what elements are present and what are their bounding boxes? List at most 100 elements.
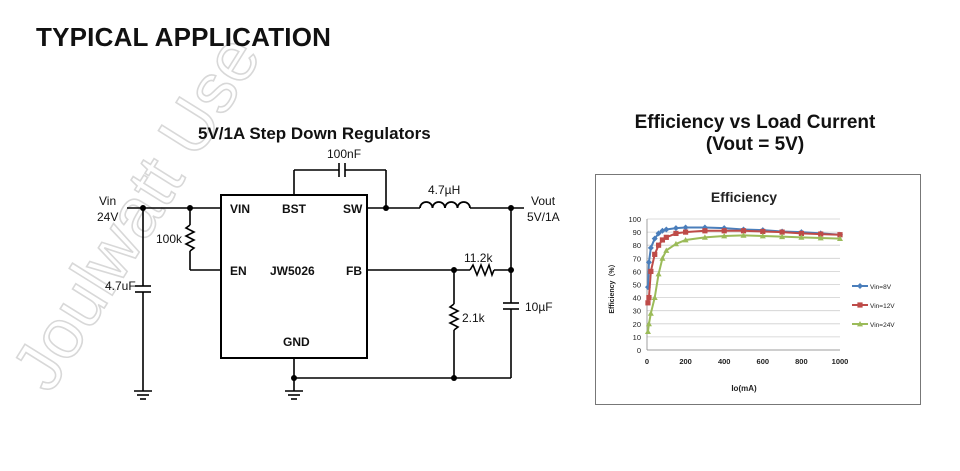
- chart-heading: Efficiency vs Load Current (Vout = 5V): [600, 112, 910, 156]
- y-tick-label: 70: [633, 254, 641, 263]
- data-point: [645, 320, 652, 327]
- data-point: [702, 228, 708, 234]
- page-title: TYPICAL APPLICATION: [36, 22, 332, 52]
- x-tick-label: 0: [645, 357, 649, 366]
- inductor: [419, 201, 471, 209]
- x-tick-label: 600: [757, 357, 770, 366]
- data-point: [721, 233, 728, 239]
- vout-label: Vout: [531, 194, 556, 208]
- legend-label: Vin=24V: [870, 322, 895, 329]
- pin-sw: SW: [343, 202, 363, 216]
- legend-marker: [857, 283, 863, 289]
- chart-svg: Efficiency Efficiency（%） Io(mA) 0 10 20 30 4…: [608, 189, 895, 393]
- chart-heading-line2: (Vout = 5V): [705, 134, 805, 155]
- y-tick-label: 90: [633, 228, 641, 237]
- en-resistor-label: 100k: [156, 232, 183, 246]
- x-tick-label: 400: [718, 357, 731, 366]
- capacitors: [135, 163, 519, 310]
- data-point: [818, 231, 824, 237]
- legend-label: Vin=12V: [870, 303, 895, 310]
- data-point: [648, 268, 654, 274]
- series-line: [646, 234, 841, 332]
- chart-heading-line1: Efficiency vs Load Current: [634, 112, 876, 133]
- data-point: [672, 225, 679, 232]
- fb-top-resistor-label: 11.2k: [464, 251, 493, 265]
- ground-symbols: [134, 390, 303, 400]
- output-cap-label: 10µF: [525, 300, 553, 314]
- data-point: [682, 224, 689, 231]
- efficiency-chart: Efficiency Efficiency（%） Io(mA) 0 10 20 30 4…: [595, 174, 921, 405]
- y-tick-label: 60: [633, 267, 641, 276]
- data-point: [655, 271, 662, 277]
- data-point: [682, 236, 689, 243]
- boot-cap-label: 100nF: [327, 147, 361, 161]
- data-point: [837, 235, 843, 242]
- data-point: [721, 228, 727, 234]
- vin-value: 24V: [97, 210, 118, 224]
- data-point: [740, 228, 747, 234]
- y-tick-label: 10: [633, 333, 641, 342]
- data-point: [760, 228, 766, 235]
- y-tick-label: 80: [633, 241, 641, 250]
- vout-value: 5V/1A: [527, 210, 560, 224]
- circuit-title: 5V/1A Step Down Regulators: [198, 124, 431, 143]
- input-cap-label: 4.7uF: [105, 279, 136, 293]
- data-point: [837, 232, 843, 238]
- data-point: [779, 229, 785, 235]
- data-point: [663, 247, 670, 253]
- data-point: [817, 234, 824, 241]
- data-point: [655, 242, 662, 248]
- data-point: [663, 226, 670, 233]
- fb-bottom-resistor-label: 2.1k: [462, 311, 486, 325]
- pin-vin: VIN: [230, 202, 250, 216]
- data-point: [798, 234, 805, 240]
- data-point: [759, 233, 766, 239]
- data-point: [645, 259, 652, 266]
- data-point: [683, 229, 689, 235]
- pin-en: EN: [230, 264, 247, 278]
- chart-xlabel: Io(mA): [731, 384, 757, 393]
- legend-marker: [857, 321, 863, 327]
- data-point: [651, 294, 658, 300]
- y-tick-label: 50: [633, 281, 641, 290]
- vin-label: Vin: [99, 194, 116, 208]
- data-point: [652, 251, 658, 257]
- data-point: [655, 230, 662, 237]
- junctions: [140, 205, 514, 381]
- data-point: [647, 310, 654, 316]
- y-tick-label: 100: [628, 215, 641, 224]
- data-point: [779, 233, 786, 240]
- x-tick-label: 800: [795, 357, 808, 366]
- y-tick-label: 40: [633, 294, 641, 303]
- data-point: [651, 235, 658, 242]
- chart-ylabel: Efficiency（%）: [608, 260, 616, 313]
- data-point: [659, 237, 666, 243]
- x-tick-label: 200: [679, 357, 692, 366]
- y-tick-label: 0: [637, 346, 641, 355]
- data-point: [644, 328, 651, 335]
- data-point: [645, 300, 651, 306]
- legend-label: Vin=8V: [870, 284, 892, 291]
- pin-gnd: GND: [283, 335, 310, 349]
- data-point: [646, 295, 652, 301]
- pin-fb: FB: [346, 264, 362, 278]
- data-point: [659, 255, 666, 261]
- inductor-label: 4.7µH: [428, 183, 460, 197]
- data-point: [701, 234, 708, 240]
- y-tick-label: 30: [633, 307, 641, 316]
- chart-title: Efficiency: [711, 189, 777, 205]
- series-line: [646, 229, 841, 304]
- data-point: [798, 230, 804, 237]
- data-point: [663, 234, 669, 240]
- data-point: [672, 240, 679, 247]
- resistors: [184, 224, 495, 331]
- legend-marker: [857, 302, 863, 308]
- data-point: [647, 244, 654, 251]
- data-point: [644, 284, 651, 291]
- x-tick-label: 1000: [832, 357, 849, 366]
- data-point: [740, 232, 747, 238]
- y-tick-label: 20: [633, 320, 641, 329]
- pin-bst: BST: [282, 202, 307, 216]
- chip-name: JW5026: [270, 264, 315, 278]
